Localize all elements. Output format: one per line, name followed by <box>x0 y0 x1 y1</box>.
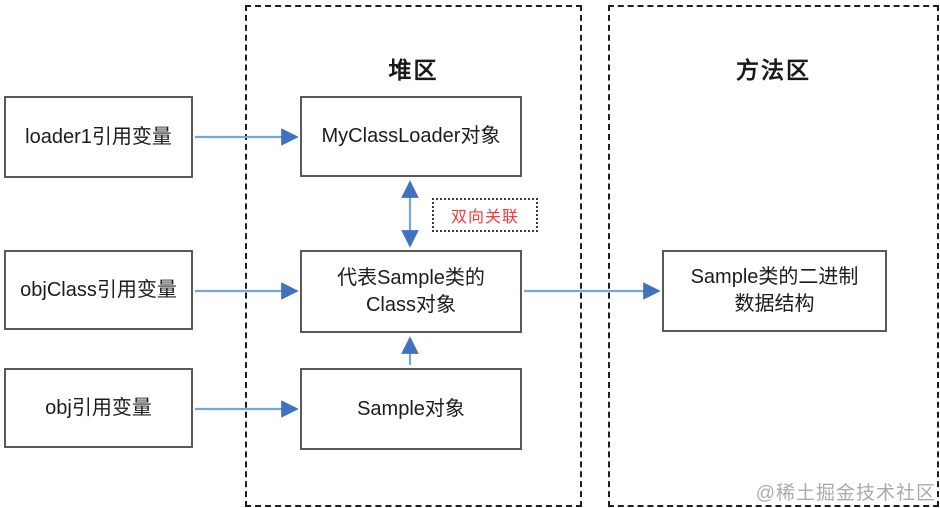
node-objclass-reference: objClass引用变量 <box>4 250 193 330</box>
node-obj-reference-label: obj引用变量 <box>45 396 152 419</box>
node-loader1-reference-label: loader1引用变量 <box>25 125 172 148</box>
node-class-object: 代表Sample类的 Class对象 <box>300 250 522 333</box>
node-loader1-reference: loader1引用变量 <box>4 96 193 178</box>
node-obj-reference: obj引用变量 <box>4 368 193 448</box>
node-sample-binary-structure-line1: Sample类的二进制 <box>690 266 859 288</box>
heap-region: 堆区 <box>245 5 582 507</box>
heap-region-title: 堆区 <box>388 57 439 83</box>
node-myclassloader-object: MyClassLoader对象 <box>300 96 522 177</box>
node-class-object-label-line1: 代表Sample类的 <box>337 266 485 289</box>
node-myclassloader-object-label: MyClassLoader对象 <box>321 125 501 147</box>
node-sample-binary-structure-line2: 数据结构 <box>734 293 815 315</box>
bidirectional-relation-label-text: 双向关联 <box>450 209 519 226</box>
method-area-region: 方法区 <box>608 5 939 507</box>
node-class-object-label-line2: Class对象 <box>365 293 456 316</box>
watermark: @稀土掘金技术社区 <box>755 483 936 504</box>
method-area-region-title: 方法区 <box>736 57 811 83</box>
node-sample-object: Sample对象 <box>300 368 522 450</box>
node-objclass-reference-label: objClass引用变量 <box>20 278 177 301</box>
node-sample-binary-structure: Sample类的二进制 数据结构 <box>662 250 887 332</box>
bidirectional-relation-label: 双向关联 <box>432 198 538 232</box>
node-sample-object-label: Sample对象 <box>357 397 465 420</box>
